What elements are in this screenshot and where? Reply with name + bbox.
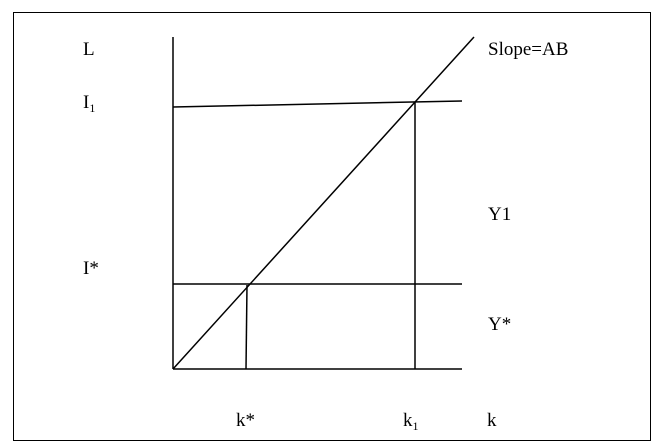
ystar-label: Y* bbox=[488, 314, 511, 335]
i1-horizontal-line bbox=[172, 100, 463, 108]
i1-label: I1 bbox=[83, 92, 95, 115]
k1-label: k1 bbox=[403, 410, 419, 433]
i1-label-subscript: 1 bbox=[89, 101, 95, 115]
slope-label: Slope=AB bbox=[488, 39, 568, 60]
diagram-frame bbox=[13, 12, 651, 441]
kstar-label: k* bbox=[236, 410, 255, 431]
y-axis-label: L bbox=[83, 39, 95, 60]
kstar-vertical-line bbox=[245, 284, 248, 370]
k1-label-subscript: 1 bbox=[413, 419, 419, 433]
istar-label: I* bbox=[83, 258, 99, 279]
slope-ray-line bbox=[172, 36, 475, 370]
x-axis-label: k bbox=[487, 410, 497, 431]
y1-label: Y1 bbox=[488, 204, 511, 225]
k1-label-main: k bbox=[403, 410, 413, 431]
i1-label-main: I bbox=[83, 92, 89, 113]
